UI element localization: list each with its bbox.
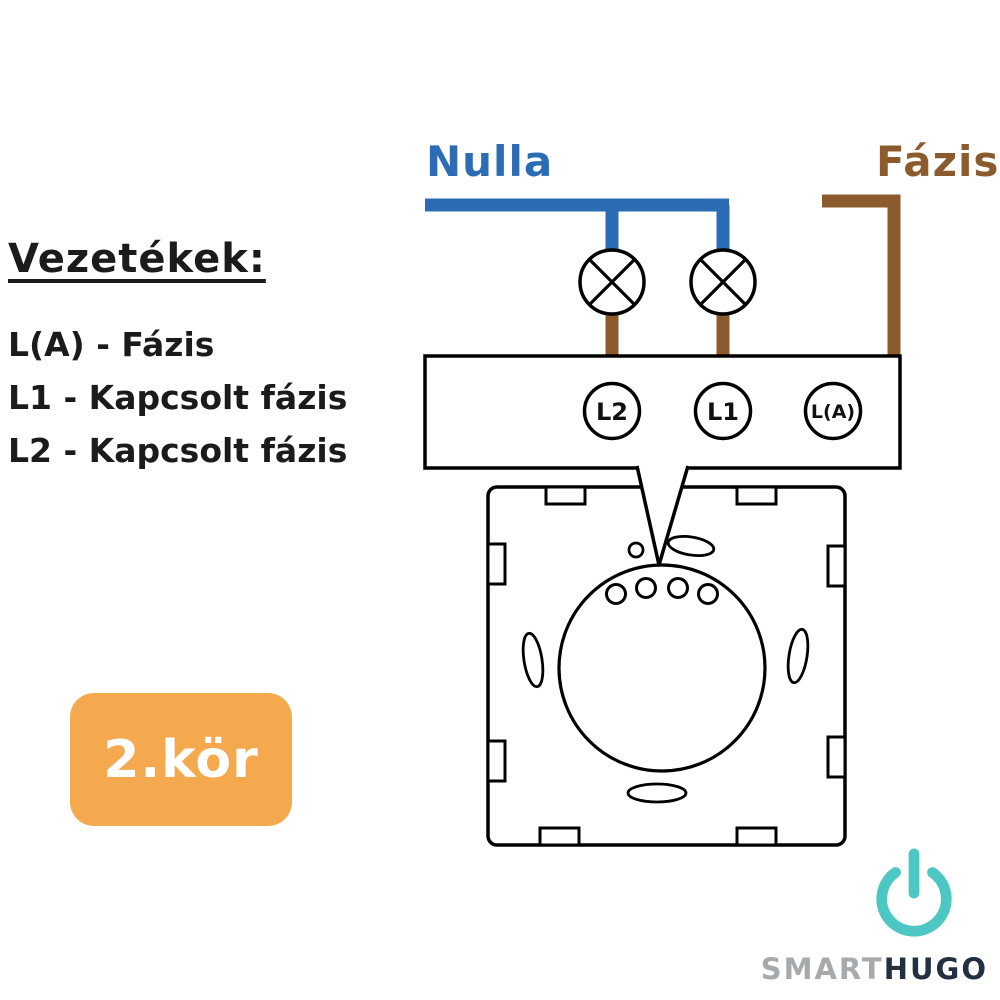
- lamp-feed-wires: [605, 312, 730, 358]
- switch-tab-bottom-right: [735, 826, 778, 847]
- switch-dot-3: [667, 577, 689, 599]
- switch-touch-circle: [557, 563, 767, 773]
- brand-name: SMARTHUGO: [761, 952, 988, 986]
- legend-item-la: L(A) - Fázis: [8, 325, 215, 364]
- legend-title: Vezetékek:: [8, 236, 266, 282]
- switch-tab-left-lower: [486, 739, 507, 783]
- legend: Vezetékek: L(A) - Fázis L1 - Kapcsolt fá…: [8, 236, 347, 477]
- switch-slot-left: [521, 631, 545, 689]
- brand-logo: SMARTHUGO: [761, 848, 988, 986]
- lamp-symbol-1: [578, 248, 646, 316]
- switch-dot-1: [605, 583, 627, 605]
- switch-slot-top: [666, 535, 716, 557]
- legend-item-l2: L2 - Kapcsolt fázis: [8, 431, 348, 470]
- terminal-box: [423, 354, 902, 470]
- switch-slot-right: [786, 627, 810, 685]
- circuit-badge: 2.kör: [70, 693, 292, 826]
- phase-wire-label: Fázis: [876, 137, 1000, 186]
- switch-slot-top-circle: [627, 541, 645, 559]
- switch-tab-top-left: [544, 485, 587, 506]
- power-icon: [876, 848, 952, 937]
- switch-tab-right-upper: [826, 544, 847, 588]
- switch-slot-bottom: [626, 782, 688, 804]
- terminal-l1-label: L1: [707, 398, 739, 426]
- circuit-badge-label: 2.kör: [103, 729, 259, 790]
- terminal-la: L(A): [803, 381, 863, 441]
- brand-name-part2: HUGO: [883, 952, 988, 986]
- switch-dot-2: [635, 577, 657, 599]
- terminal-l2-label: L2: [596, 398, 628, 426]
- lamp-symbol-2: [689, 248, 757, 316]
- switch-dot-4: [697, 583, 719, 605]
- terminal-l2: L2: [582, 381, 642, 441]
- phase-wire: [822, 194, 901, 357]
- switch-tab-bottom-left: [538, 826, 581, 847]
- connector-pointer: [635, 465, 690, 567]
- legend-item-l1: L1 - Kapcsolt fázis: [8, 378, 348, 417]
- brand-name-part1: SMART: [760, 952, 884, 986]
- neutral-wire-label: Nulla: [426, 137, 554, 186]
- switch-tab-right-lower: [826, 735, 847, 779]
- neutral-wire: [425, 198, 730, 252]
- switch-tab-left-upper: [486, 542, 507, 586]
- terminal-la-label: L(A): [811, 401, 855, 423]
- terminal-l1: L1: [693, 381, 753, 441]
- switch-module: [486, 485, 847, 847]
- switch-tab-top-right: [735, 485, 778, 506]
